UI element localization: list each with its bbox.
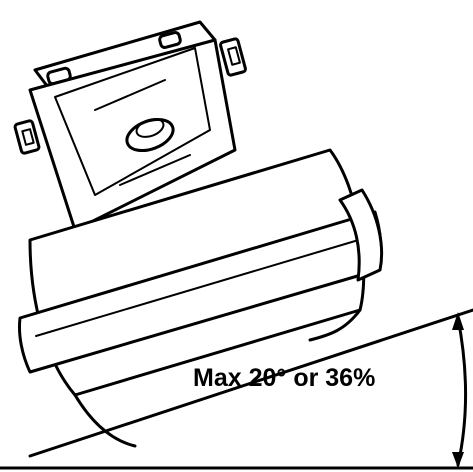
drum [18,148,384,448]
slope-angle-arrow-icon [452,312,467,468]
drum-right-end [338,188,384,282]
bracket-left [13,119,41,155]
tandem-roller-drum-icon [13,20,384,448]
bracket-left-slot [21,128,35,146]
frame-hub-top [135,118,165,138]
roof-handle-right [158,31,182,49]
bracket-right-slot [227,46,241,66]
frame-cross-bars [54,47,211,196]
angle-arrow-top [452,312,464,330]
angle-arrow-bottom [452,452,464,468]
angle-arc [456,316,467,467]
frame-inner-lines [94,79,191,186]
drum-band-line [35,235,373,337]
max-slope-label: Max 20° or 36% [193,364,375,392]
drum-right-lower-edge [308,308,362,342]
drum-lower-edge [73,393,137,448]
machine-frame [13,20,247,232]
bracket-right [219,37,247,77]
